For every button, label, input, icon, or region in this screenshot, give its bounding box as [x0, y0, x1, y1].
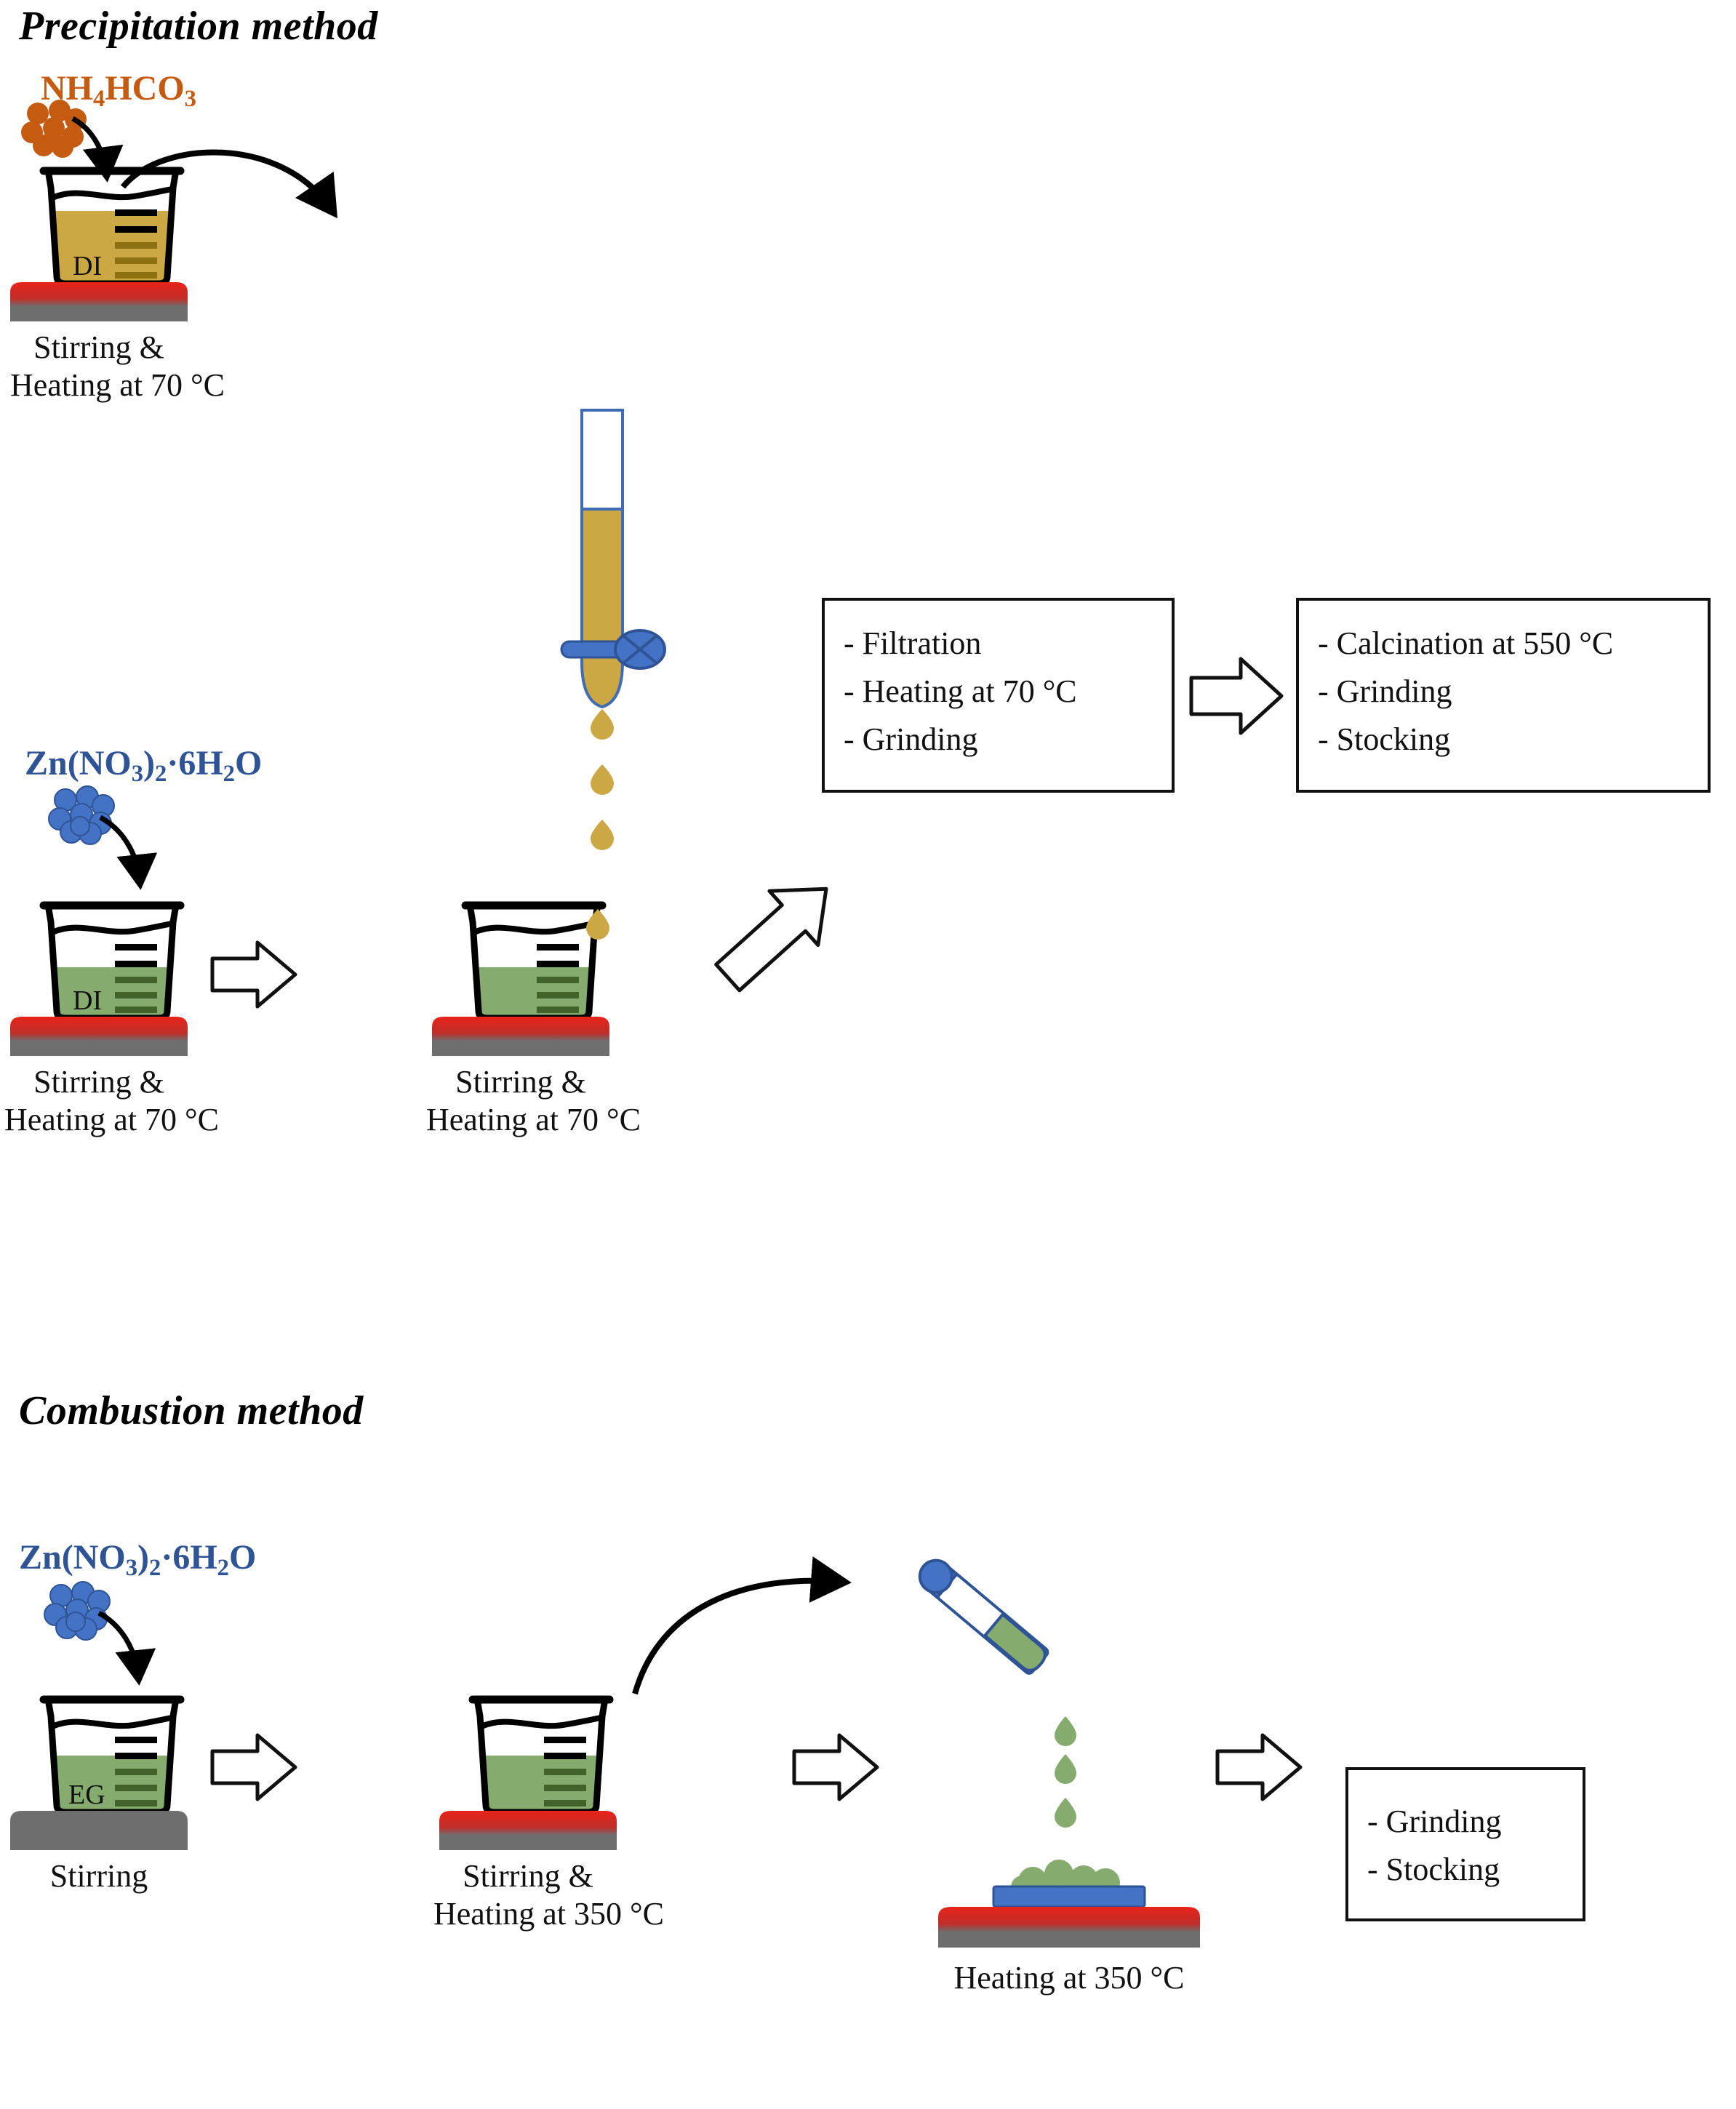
- hotplate-heated-1: [10, 282, 188, 321]
- caption-heating-plate: Heating at 350 °C: [953, 1960, 1185, 1996]
- process-item: - Stocking: [1367, 1852, 1500, 1887]
- beaker-di-green: DI: [39, 901, 185, 1022]
- hotplate-unheated: [10, 1811, 188, 1850]
- reagent-label-zinc-nitrate-precip: Zn(NO3)2·6H2O: [25, 744, 263, 788]
- caption-beaker-di-gold: Stirring & Heating at 70 °C: [10, 329, 225, 403]
- process-item: - Filtration: [844, 625, 982, 661]
- transfer-arrow-to-dropper: [632, 1556, 852, 1695]
- blue-powder-cluster-precip: [48, 785, 115, 845]
- burette: [560, 409, 666, 709]
- beaker-di-gold: DI: [39, 167, 185, 287]
- reagent-label-zinc-nitrate-comb: Zn(NO3)2·6H2O: [19, 1538, 257, 1582]
- process-box-filtration-list: - Filtration - Heating at 70 °C - Grindi…: [844, 620, 1153, 764]
- green-droplets: [1055, 1716, 1076, 1828]
- gold-droplet-entering: [586, 909, 609, 940]
- pour-arrow-zinc-precip: [99, 815, 158, 890]
- block-arrow-comb-1: [210, 1733, 297, 1801]
- process-item: - Grinding: [1318, 673, 1452, 709]
- block-arrow-precip-1: [210, 940, 297, 1009]
- pour-arrow-nh4hco3: [71, 116, 124, 183]
- process-item: - Grinding: [1367, 1804, 1502, 1839]
- caption-beaker-heated-comb: Stirring & Heating at 350 °C: [433, 1858, 664, 1932]
- block-arrow-comb-3: [1215, 1733, 1303, 1801]
- dropper-pipette: [918, 1558, 1049, 1675]
- hotplate-heated-2: [10, 1017, 188, 1056]
- process-item: - Calcination at 550 °C: [1318, 625, 1614, 661]
- section-title-combustion: Combustion method: [19, 1388, 364, 1433]
- process-box-filtration: - Filtration - Heating at 70 °C - Grindi…: [822, 598, 1175, 793]
- process-item: - Heating at 70 °C: [844, 673, 1077, 709]
- process-box-calcination-list: - Calcination at 550 °C - Grinding - Sto…: [1318, 620, 1689, 764]
- hotplate-heated-3: [432, 1017, 609, 1056]
- block-arrow-comb-2: [792, 1733, 879, 1801]
- gold-droplets: [591, 709, 614, 850]
- process-box-calcination: - Calcination at 550 °C - Grinding - Sto…: [1296, 598, 1711, 793]
- hotplate-heated-5: [938, 1907, 1200, 1948]
- process-item: - Grinding: [844, 721, 978, 757]
- process-item: - Stocking: [1318, 721, 1451, 757]
- beaker-eg: EG: [39, 1695, 185, 1816]
- section-title-precipitation: Precipitation method: [19, 4, 378, 49]
- process-box-grinding-stocking: - Grinding - Stocking: [1345, 1767, 1585, 1921]
- process-box-grinding-stocking-list: - Grinding - Stocking: [1367, 1798, 1502, 1894]
- block-arrow-diagonal-precip: [714, 887, 828, 993]
- pour-arrow-zinc-comb: [97, 1610, 156, 1686]
- svg-text:EG: EG: [68, 1780, 105, 1810]
- beaker-liquid-label: DI: [73, 251, 102, 281]
- block-arrow-boxes: [1189, 657, 1284, 735]
- caption-beaker-di-green: Stirring & Heating at 70 °C: [4, 1064, 219, 1137]
- caption-beaker-mix-green: Stirring & Heating at 70 °C: [426, 1064, 641, 1137]
- caption-beaker-eg: Stirring: [49, 1858, 148, 1894]
- blue-powder-cluster-comb: [44, 1581, 111, 1641]
- beaker-heated-comb: [468, 1695, 614, 1816]
- hotplate-heated-4: [439, 1811, 617, 1850]
- svg-text:DI: DI: [73, 985, 102, 1016]
- reagent-label-nh4hco3: NH4HCO3: [41, 69, 196, 113]
